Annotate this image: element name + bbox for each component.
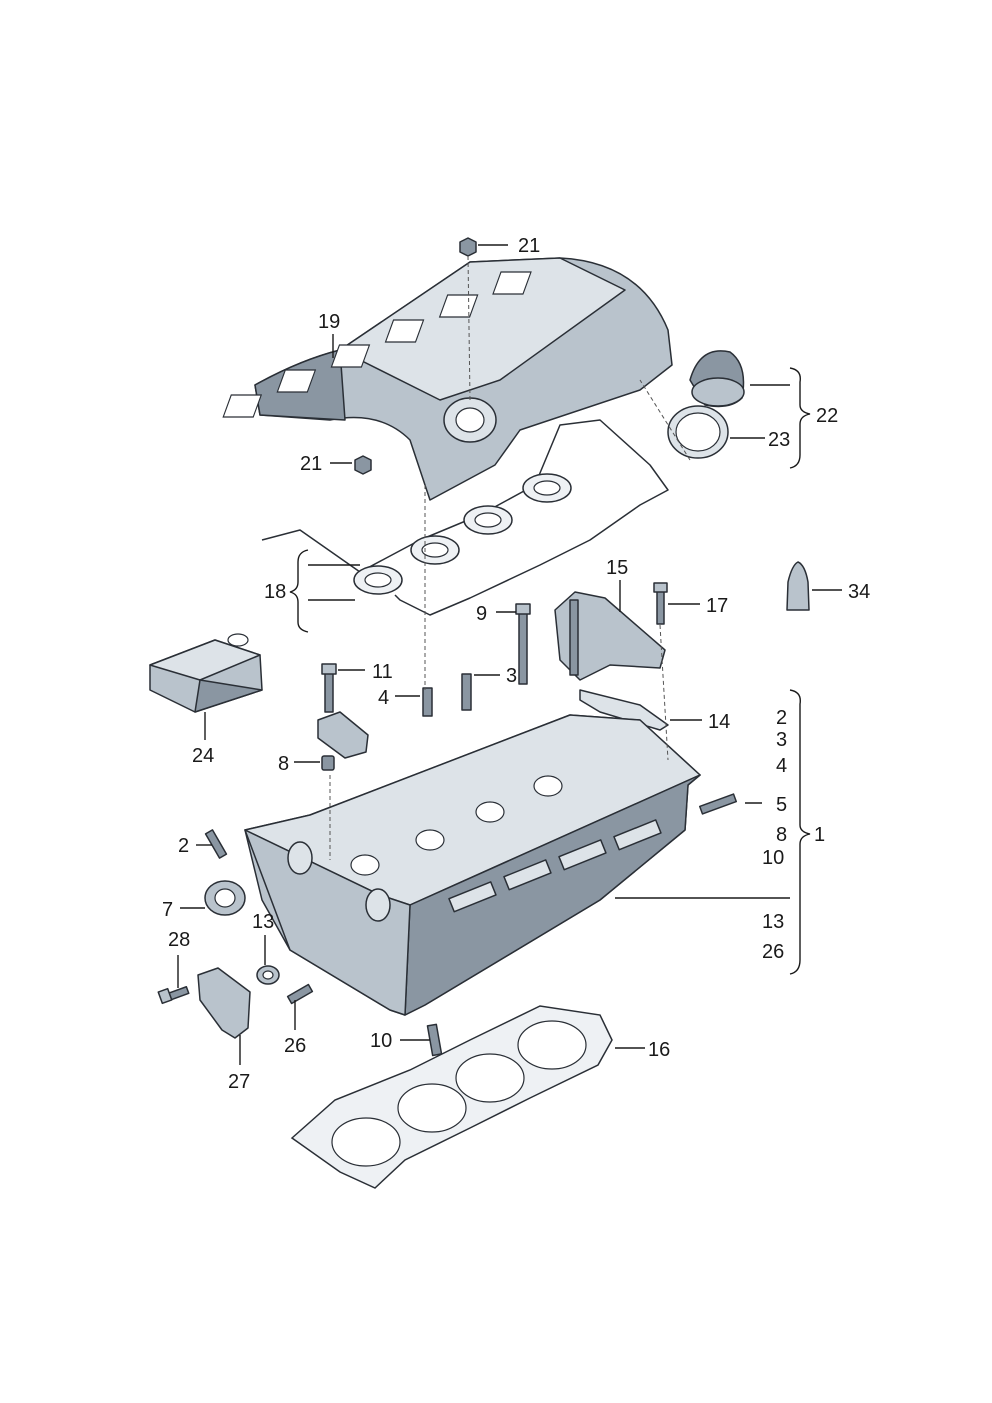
callout-28: 28 bbox=[168, 929, 190, 951]
callout-27: 27 bbox=[228, 1071, 250, 1093]
assembly-item: 13 bbox=[762, 911, 784, 933]
cylinder-head-gasket[interactable] bbox=[290, 1005, 613, 1189]
sleeve-8[interactable] bbox=[321, 755, 335, 771]
callout-26: 26 bbox=[284, 1035, 306, 1057]
stud-3[interactable] bbox=[461, 673, 472, 711]
bolt-28[interactable] bbox=[157, 986, 190, 1005]
callout-14: 14 bbox=[708, 711, 730, 733]
valve-cover[interactable] bbox=[222, 257, 673, 501]
sleeve-13[interactable] bbox=[256, 965, 280, 985]
callout-24: 24 bbox=[192, 745, 214, 767]
callout-21-mid: 21 bbox=[300, 453, 322, 475]
callout-11: 11 bbox=[372, 661, 393, 683]
stud-26[interactable] bbox=[286, 983, 314, 1005]
assembly-item: 8 bbox=[776, 824, 787, 846]
bolt-17[interactable] bbox=[653, 582, 668, 625]
cylinder-head[interactable] bbox=[244, 714, 701, 1016]
valve-cover-gasket[interactable] bbox=[261, 419, 669, 616]
leader-lines bbox=[177, 244, 842, 1065]
stud-10[interactable] bbox=[426, 1023, 443, 1057]
callout-22: 22 bbox=[816, 405, 838, 427]
assembly-item: 4 bbox=[776, 755, 787, 777]
callout-1: 1 bbox=[814, 824, 825, 846]
stud-2[interactable] bbox=[204, 829, 228, 859]
nut-top[interactable] bbox=[459, 237, 477, 257]
stud-5[interactable] bbox=[698, 793, 738, 815]
gasket-14[interactable] bbox=[579, 689, 669, 731]
o-ring-seal[interactable] bbox=[667, 405, 729, 459]
callout-18: 18 bbox=[264, 581, 286, 603]
plug-34[interactable] bbox=[786, 561, 810, 611]
callout-10: 10 bbox=[370, 1030, 392, 1052]
assembly-list: 2 3 4 8 10 13 26 bbox=[762, 707, 787, 963]
assembly-item: 10 bbox=[762, 847, 784, 869]
nut-middle[interactable] bbox=[354, 455, 372, 475]
callout-13: 13 bbox=[252, 911, 274, 933]
stud-4[interactable] bbox=[422, 687, 433, 717]
assembly-item: 26 bbox=[762, 941, 784, 963]
camshaft-bearing-cap[interactable] bbox=[149, 633, 263, 713]
clamp-bearing[interactable] bbox=[317, 711, 369, 759]
callout-2: 2 bbox=[178, 835, 189, 857]
callout-19: 19 bbox=[318, 311, 340, 333]
oil-filler-cap[interactable] bbox=[689, 350, 745, 408]
bolt-9[interactable] bbox=[515, 603, 531, 685]
callout-4: 4 bbox=[378, 687, 389, 709]
callout-8: 8 bbox=[278, 753, 289, 775]
callout-3: 3 bbox=[506, 665, 517, 687]
bracket-15[interactable] bbox=[554, 591, 666, 681]
callout-15: 15 bbox=[606, 557, 628, 579]
oil-seal-7[interactable] bbox=[204, 880, 246, 916]
assembly-item: 2 bbox=[776, 707, 787, 729]
callout-9: 9 bbox=[476, 603, 487, 625]
callout-5: 5 bbox=[776, 794, 787, 816]
assembly-item: 3 bbox=[776, 729, 787, 751]
bolt-11[interactable] bbox=[321, 663, 337, 713]
callout-34: 34 bbox=[848, 581, 870, 603]
callout-16: 16 bbox=[648, 1039, 670, 1061]
bracket-27[interactable] bbox=[197, 967, 251, 1039]
callout-23: 23 bbox=[768, 429, 790, 451]
callout-21-top: 21 bbox=[518, 235, 540, 257]
callout-17: 17 bbox=[706, 595, 728, 617]
callout-7: 7 bbox=[162, 899, 173, 921]
